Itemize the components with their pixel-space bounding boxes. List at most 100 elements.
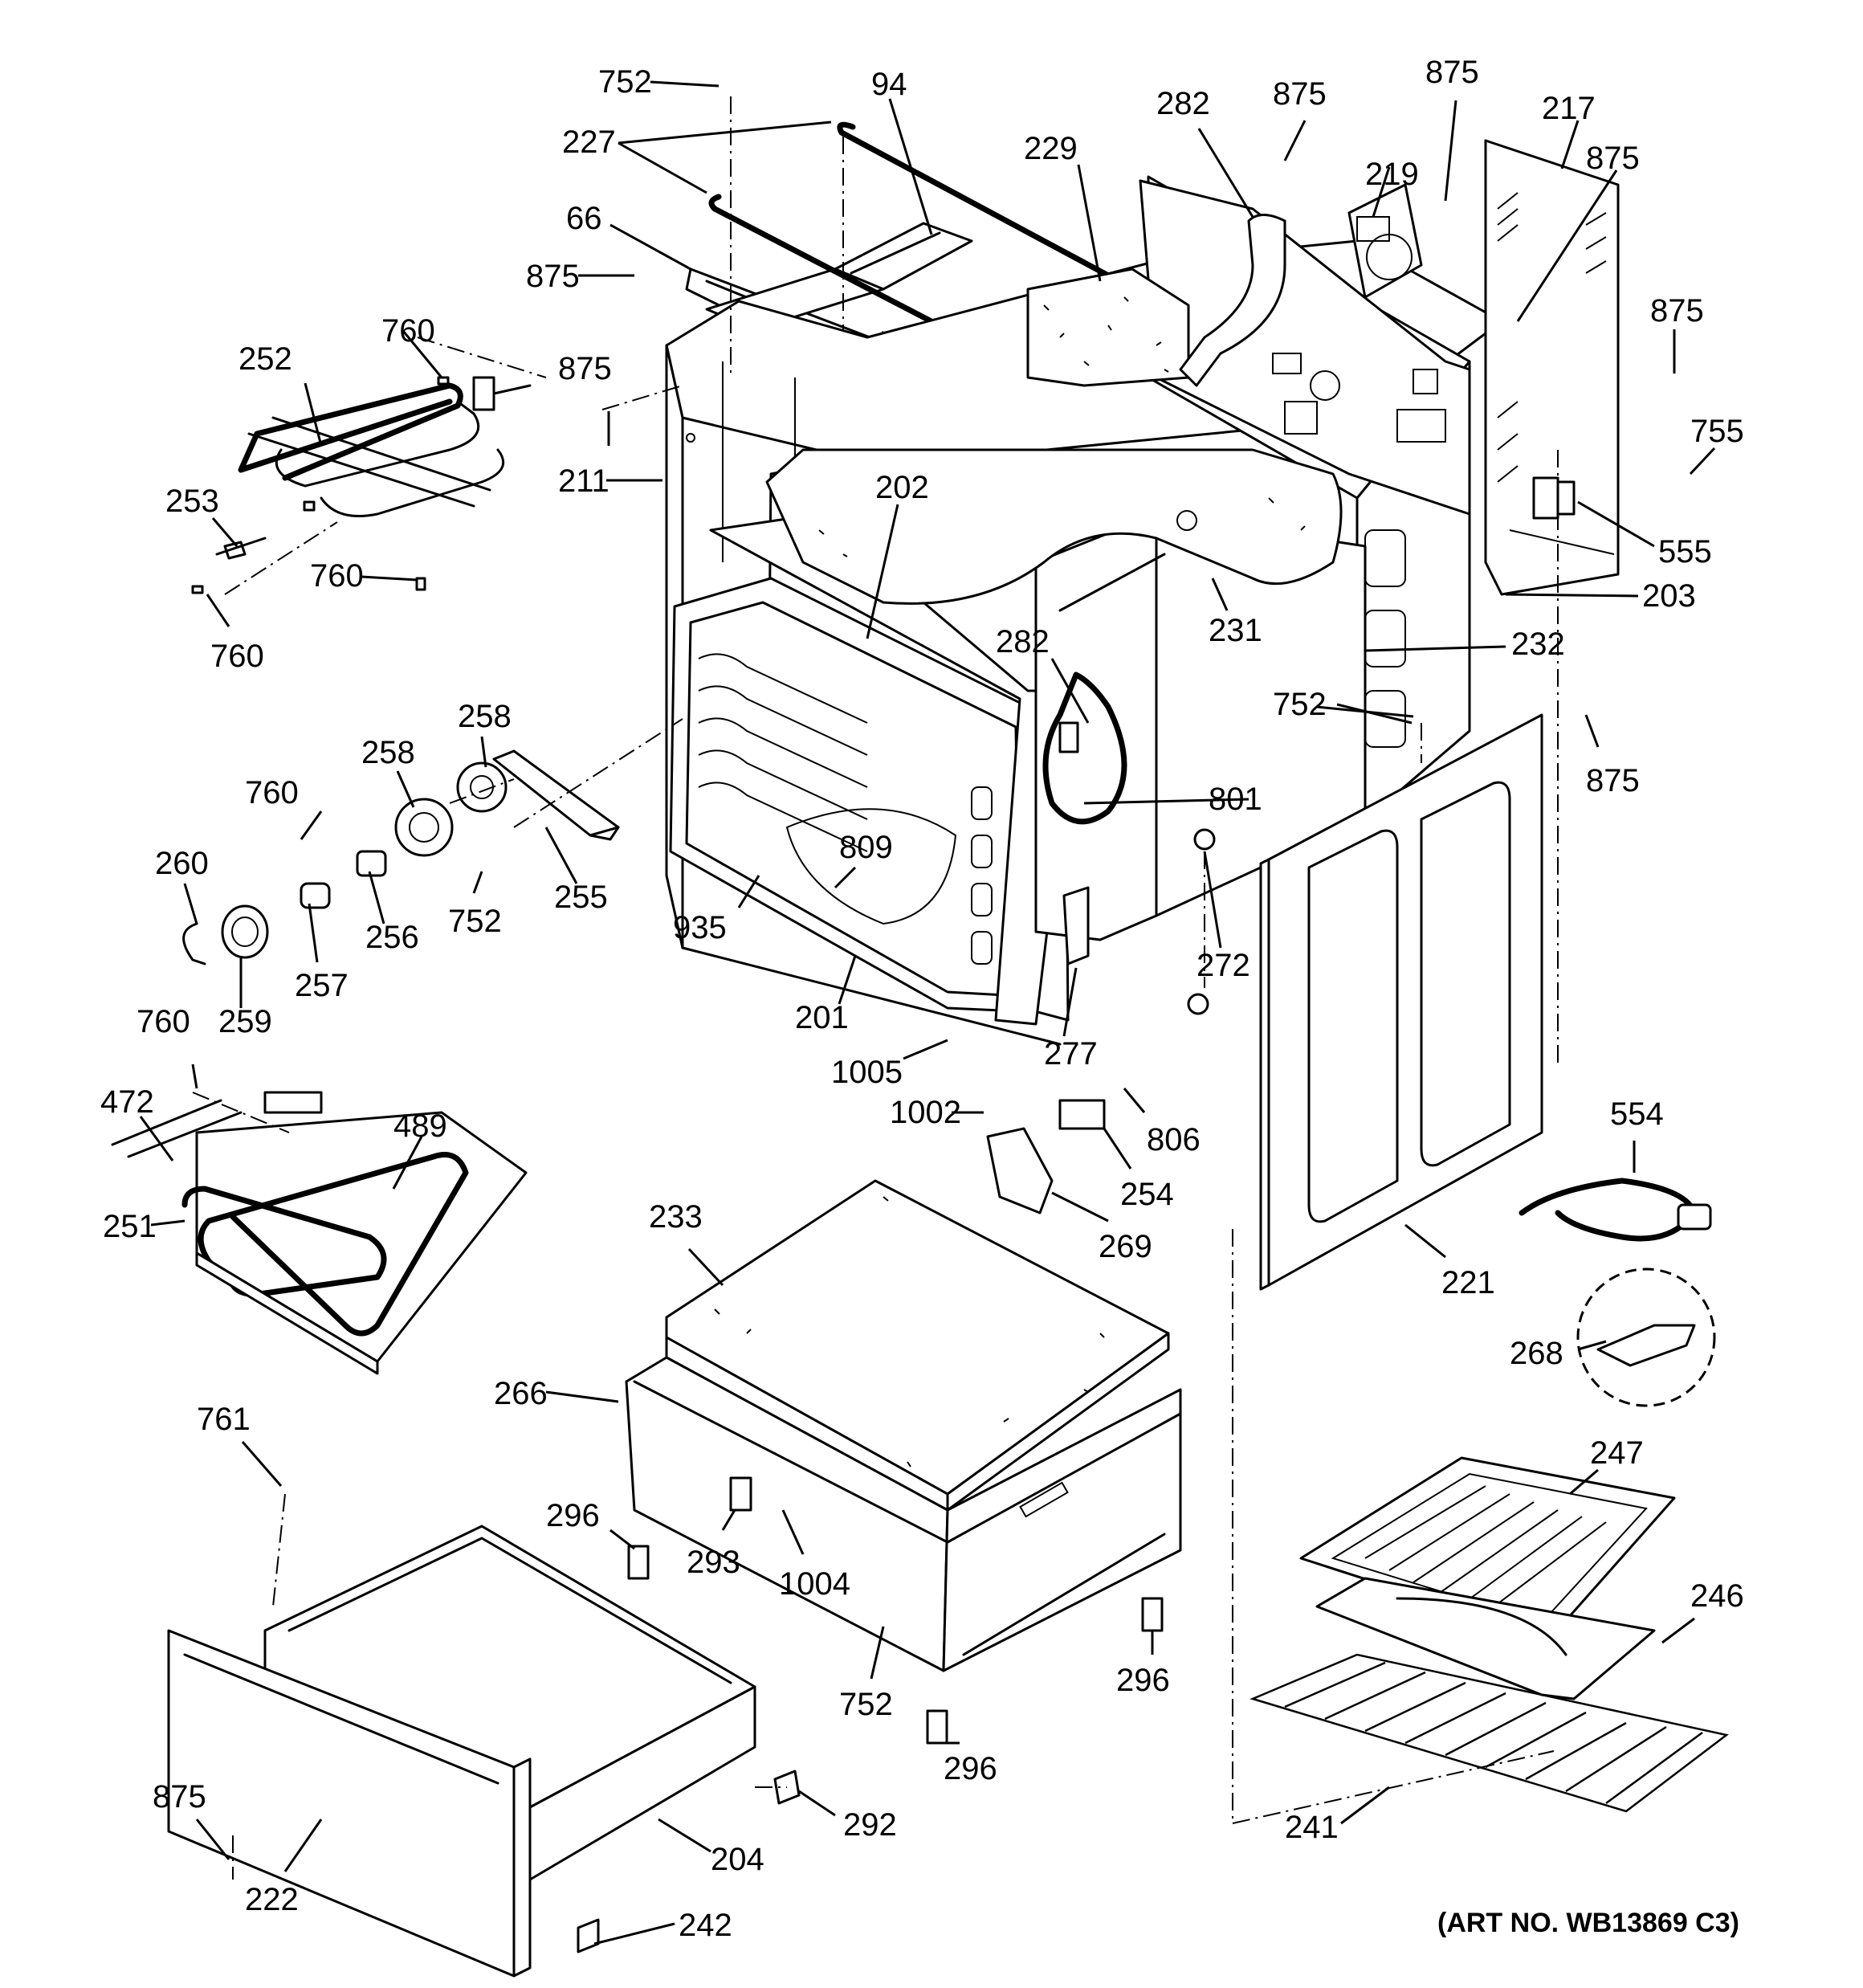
knob-parts-258 — [394, 761, 508, 857]
callout-233: 233 — [649, 1199, 703, 1235]
callout-472: 472 — [100, 1084, 154, 1120]
screws-top-left — [191, 376, 450, 594]
callout-labels: 752 94 227 66 875 229 282 875 875 219 21… — [100, 55, 1744, 1943]
broil-pan-part-246 — [1315, 1577, 1656, 1700]
callout-292: 292 — [843, 1807, 897, 1843]
callout-760: 760 — [310, 558, 364, 594]
callout-875: 875 — [526, 259, 580, 294]
art-number: (ART NO. WB13869 C3) — [1437, 1908, 1739, 1938]
callout-221: 221 — [1441, 1265, 1495, 1300]
vent-plate-part-219 — [1347, 183, 1423, 299]
bottom-insulation-part-233 — [665, 1179, 1170, 1512]
callout-875: 875 — [1586, 141, 1640, 176]
callout-489: 489 — [393, 1108, 447, 1144]
callout-875: 875 — [1650, 293, 1704, 329]
callout-266: 266 — [494, 1376, 548, 1411]
callout-94: 94 — [871, 67, 907, 102]
bracket-part-293 — [729, 1476, 752, 1512]
alignment-lines — [192, 96, 1559, 1880]
callout-760: 760 — [210, 639, 264, 674]
callout-755: 755 — [1690, 414, 1744, 449]
callout-293: 293 — [687, 1545, 740, 1580]
callout-229: 229 — [1024, 131, 1078, 166]
callout-253: 253 — [165, 484, 219, 519]
callout-875: 875 — [1586, 763, 1640, 798]
callout-231: 231 — [1209, 613, 1262, 648]
callout-752: 752 — [1273, 687, 1327, 722]
callout-203: 203 — [1642, 578, 1696, 614]
hinge-bracket-part-277 — [1062, 886, 1090, 965]
callout-296: 296 — [944, 1751, 997, 1786]
callout-752: 752 — [448, 904, 502, 939]
callout-760: 760 — [245, 775, 299, 810]
callout-1002: 1002 — [890, 1095, 961, 1130]
callout-204: 204 — [711, 1842, 764, 1877]
callout-801: 801 — [1209, 782, 1262, 817]
knob-bracket-part-255 — [492, 749, 620, 841]
callout-252: 252 — [238, 341, 292, 377]
callout-875: 875 — [558, 351, 612, 386]
switch-part-254 — [1058, 1099, 1106, 1130]
callout-227: 227 — [562, 125, 616, 160]
callout-282: 282 — [996, 624, 1050, 659]
callout-296: 296 — [546, 1498, 600, 1533]
callout-277: 277 — [1044, 1036, 1098, 1072]
power-cord-part-554 — [1519, 1178, 1712, 1242]
callout-761: 761 — [197, 1402, 251, 1437]
callout-752: 752 — [598, 64, 652, 100]
callout-258: 258 — [458, 699, 512, 734]
callout-201: 201 — [795, 1000, 849, 1035]
callout-260: 260 — [155, 846, 209, 881]
callout-554: 554 — [1610, 1096, 1664, 1132]
drawer-frame-part-266 — [625, 1356, 1182, 1672]
callout-258: 258 — [361, 735, 415, 770]
knob-part-257 — [300, 882, 331, 909]
bake-element-assembly — [111, 1091, 528, 1375]
callout-272: 272 — [1196, 948, 1250, 983]
callout-219: 219 — [1365, 157, 1419, 192]
callout-282: 282 — [1156, 86, 1210, 121]
callout-555: 555 — [1658, 534, 1712, 569]
bracket-part-253 — [215, 537, 267, 560]
outlet-bracket-part-269 — [986, 1127, 1054, 1214]
callout-246: 246 — [1690, 1578, 1744, 1614]
callout-217: 217 — [1542, 91, 1596, 126]
callout-1004: 1004 — [779, 1566, 850, 1602]
callout-1005: 1005 — [831, 1055, 903, 1090]
side-panel-part-217 — [1484, 139, 1620, 596]
callout-251: 251 — [103, 1209, 157, 1244]
detail-circle-part-268 — [1576, 1268, 1716, 1407]
callout-806: 806 — [1147, 1122, 1201, 1157]
vent-tube-part-282 — [1179, 214, 1286, 387]
knob-stem-part-256 — [356, 850, 387, 877]
callout-211: 211 — [558, 463, 609, 499]
callout-255: 255 — [554, 880, 608, 915]
callout-875: 875 — [1273, 76, 1327, 112]
callout-935: 935 — [673, 910, 727, 945]
oven-rack-part-241 — [1249, 1653, 1729, 1813]
callout-256: 256 — [365, 920, 419, 955]
callout-247: 247 — [1590, 1435, 1644, 1471]
clip-part-260 — [182, 922, 206, 965]
terminal-block-part-555 — [1532, 476, 1576, 520]
leader-lines — [139, 80, 1716, 1945]
broil-element-part-252 — [238, 376, 532, 517]
callout-66: 66 — [566, 201, 602, 236]
callout-809: 809 — [839, 830, 893, 865]
callout-752: 752 — [839, 1687, 893, 1722]
insulation-blanket-part-231 — [765, 448, 1343, 605]
drawer-stop-part-242 — [577, 1918, 600, 1953]
knob-part-259 — [221, 904, 269, 959]
callout-875: 875 — [153, 1779, 206, 1815]
callout-242: 242 — [679, 1908, 732, 1943]
callout-222: 222 — [245, 1882, 299, 1917]
callout-760: 760 — [137, 1004, 190, 1039]
callout-257: 257 — [295, 968, 349, 1003]
rear-wall-box — [1034, 512, 1367, 941]
callout-760: 760 — [381, 313, 435, 349]
top-trim-part-227 — [708, 121, 1164, 398]
callout-269: 269 — [1099, 1229, 1152, 1264]
callout-241: 241 — [1285, 1810, 1339, 1845]
callout-202: 202 — [875, 470, 929, 505]
